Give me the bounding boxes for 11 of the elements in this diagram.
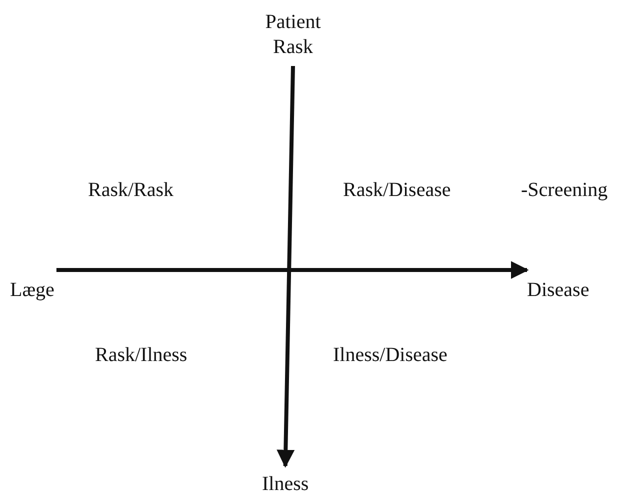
axis-label: Ilness xyxy=(262,472,309,497)
axis-label: Disease xyxy=(527,278,590,303)
quadrant-label: Rask/Rask xyxy=(88,178,174,203)
arrow xyxy=(276,66,295,468)
arrow xyxy=(56,261,529,279)
annotation-label: -Screening xyxy=(521,178,608,203)
axis-label: Læge xyxy=(10,278,54,303)
axis-label: Patient Rask xyxy=(248,10,338,60)
quadrant-label: Ilness/Disease xyxy=(333,343,448,368)
quadrant-label: Rask/Ilness xyxy=(95,343,188,368)
quadrant-label: Rask/Disease xyxy=(343,178,451,203)
